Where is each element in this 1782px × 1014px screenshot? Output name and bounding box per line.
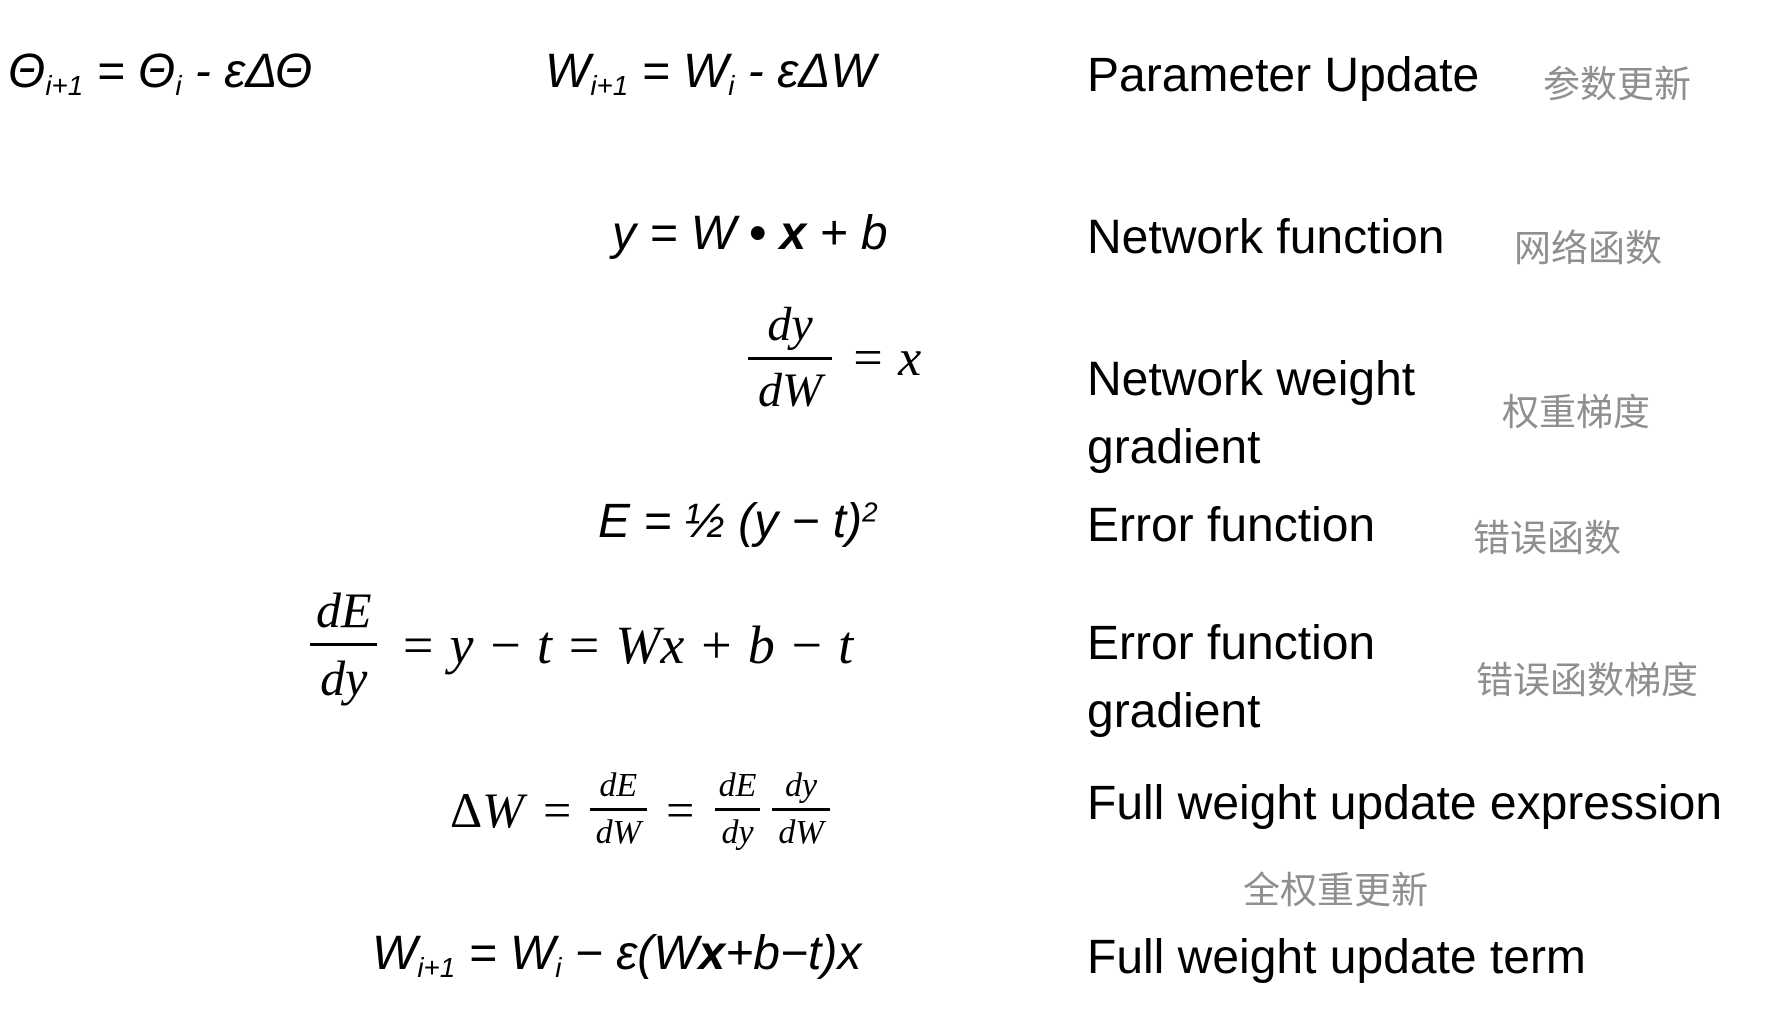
fraction-denominator: dy [715, 808, 760, 853]
delta-symbol: Δ [450, 781, 483, 838]
eq-subscript: i [728, 69, 735, 101]
fraction-denominator: dW [748, 356, 832, 421]
label-network-function: Network function [1087, 211, 1445, 264]
fraction-numerator: dE [316, 582, 372, 638]
label-error-function-zh: 错误函数 [1473, 518, 1621, 559]
fraction-denominator: dy [310, 643, 378, 709]
equation-dE-dy: dE dy = y − t = Wx + b − t [306, 580, 853, 709]
eq-term: − ε(W [561, 927, 699, 980]
label-network-weight-gradient: Network weight gradient [1087, 353, 1416, 475]
label-error-function: Error function [1087, 499, 1376, 552]
equation-error-function: E = ½ (y − t)2 [598, 494, 878, 549]
fraction-dE-dy: dE dy [713, 766, 763, 853]
eq-term: = x [849, 329, 922, 387]
eq-subscript: i+1 [417, 951, 456, 983]
label-parameter-update-zh: 参数更新 [1543, 64, 1691, 105]
eq-subscript: i+1 [590, 69, 629, 101]
equation-weight-update: Wi+1 = Wi - εΔW [545, 44, 876, 102]
eq-lead: ΔW [450, 781, 524, 839]
eq-term: W [372, 927, 418, 980]
fraction-dy-dW: dy dW [748, 296, 832, 420]
eq-term: = W [628, 45, 729, 98]
eq-term: - εΔΘ [181, 45, 313, 98]
equation-delta-W: ΔW = dE dW = dE dy dy dW [450, 766, 830, 853]
label-network-function-zh: 网络函数 [1514, 228, 1662, 269]
fraction-numerator: dE [718, 767, 757, 804]
dot-operator: • [736, 207, 780, 260]
eq-term: +b−t)x [725, 927, 862, 980]
label-parameter-update: Parameter Update [1087, 49, 1480, 102]
eq-term: + b [806, 207, 888, 260]
fraction-dy-dW-small: dy dW [772, 766, 830, 853]
fraction-numerator: dy [767, 298, 813, 351]
equation-theta-update: Θi+1 = Θi - εΔΘ [8, 44, 312, 102]
fraction-dE-dW: dE dW [589, 766, 647, 853]
fraction-denominator: dW [589, 808, 647, 853]
eq-term: y = W [612, 207, 737, 260]
eq-term: E = ½ (y − t) [598, 495, 863, 548]
label-error-function-gradient-zh: 错误函数梯度 [1476, 660, 1698, 701]
eq-bold-x: x [698, 927, 726, 980]
eq-subscript: i [555, 951, 562, 983]
equation-network-function: y = W • x + b [612, 206, 888, 261]
label-error-function-gradient: Error function gradient [1087, 617, 1376, 739]
fraction-denominator: dW [772, 808, 830, 853]
eq-bold-x: x [779, 207, 807, 260]
equation-dy-dW: dy dW = x [748, 296, 921, 420]
eq-term: - εΔW [734, 45, 876, 98]
label-full-weight-update-term: Full weight update term [1087, 931, 1586, 984]
equals-sign: = [662, 781, 697, 838]
equation-full-weight-update: Wi+1 = Wi − ε(Wx+b−t)x [372, 926, 861, 984]
eq-term: Θ [8, 45, 46, 98]
fraction-numerator: dE [599, 767, 638, 804]
fraction-dE-dy: dE dy [306, 580, 382, 709]
eq-term: = Θ [83, 45, 176, 98]
eq-subscript: i [175, 69, 182, 101]
label-network-weight-gradient-zh: 权重梯度 [1502, 392, 1650, 433]
eq-term: W [482, 781, 524, 838]
eq-term: W [545, 45, 591, 98]
fraction-numerator: dy [785, 767, 818, 804]
eq-subscript: i+1 [45, 69, 84, 101]
label-full-weight-update-expression-zh: 全权重更新 [1243, 870, 1428, 911]
label-full-weight-update-expression: Full weight update expression [1087, 777, 1723, 830]
eq-term: = y − t = Wx + b − t [399, 614, 854, 675]
eq-term: = W [455, 927, 556, 980]
eq-superscript: 2 [862, 496, 878, 528]
equals-sign: = [539, 781, 574, 838]
